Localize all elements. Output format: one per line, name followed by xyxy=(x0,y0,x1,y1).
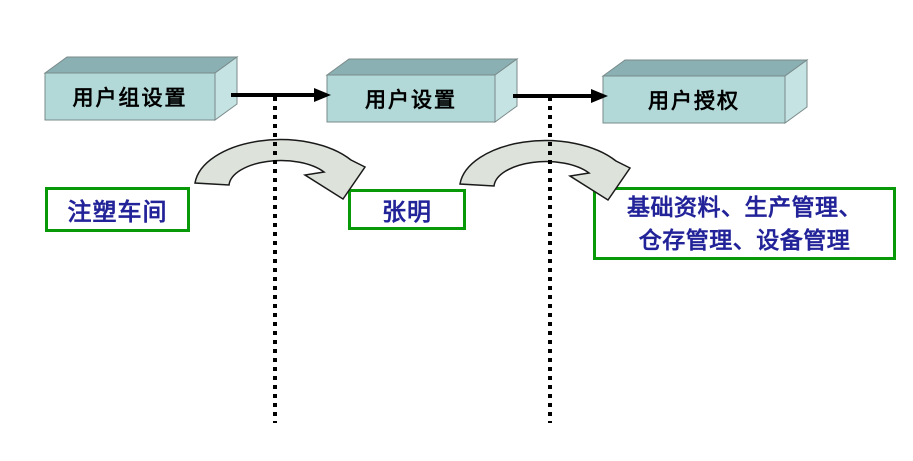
step-label-user-setup: 用户设置 xyxy=(365,87,457,112)
example-box-workshop: 注塑车间 xyxy=(45,187,190,232)
cuboid-top-face xyxy=(601,59,809,77)
cuboid-top-face xyxy=(325,58,519,76)
cuboid-side-face xyxy=(494,58,518,123)
cuboid-top-face xyxy=(43,56,239,74)
flow-arrow-1 xyxy=(231,88,331,102)
cuboid-side-face xyxy=(784,59,808,124)
curved-down-arrow-1 xyxy=(194,138,367,201)
flow-arrow-2 xyxy=(513,89,608,103)
permissions-line-1: 基础资料、生产管理、 xyxy=(627,194,862,220)
permissions-line-2: 仓存管理、设备管理 xyxy=(638,227,851,253)
cuboid-side-face xyxy=(214,56,238,121)
example-box-permissions: 基础资料、生产管理、 仓存管理、设备管理 xyxy=(593,187,896,260)
step-label-user-group-setup: 用户组设置 xyxy=(72,85,188,110)
example-box-person: 张明 xyxy=(348,189,466,230)
step-label-user-authorization: 用户授权 xyxy=(648,88,740,113)
